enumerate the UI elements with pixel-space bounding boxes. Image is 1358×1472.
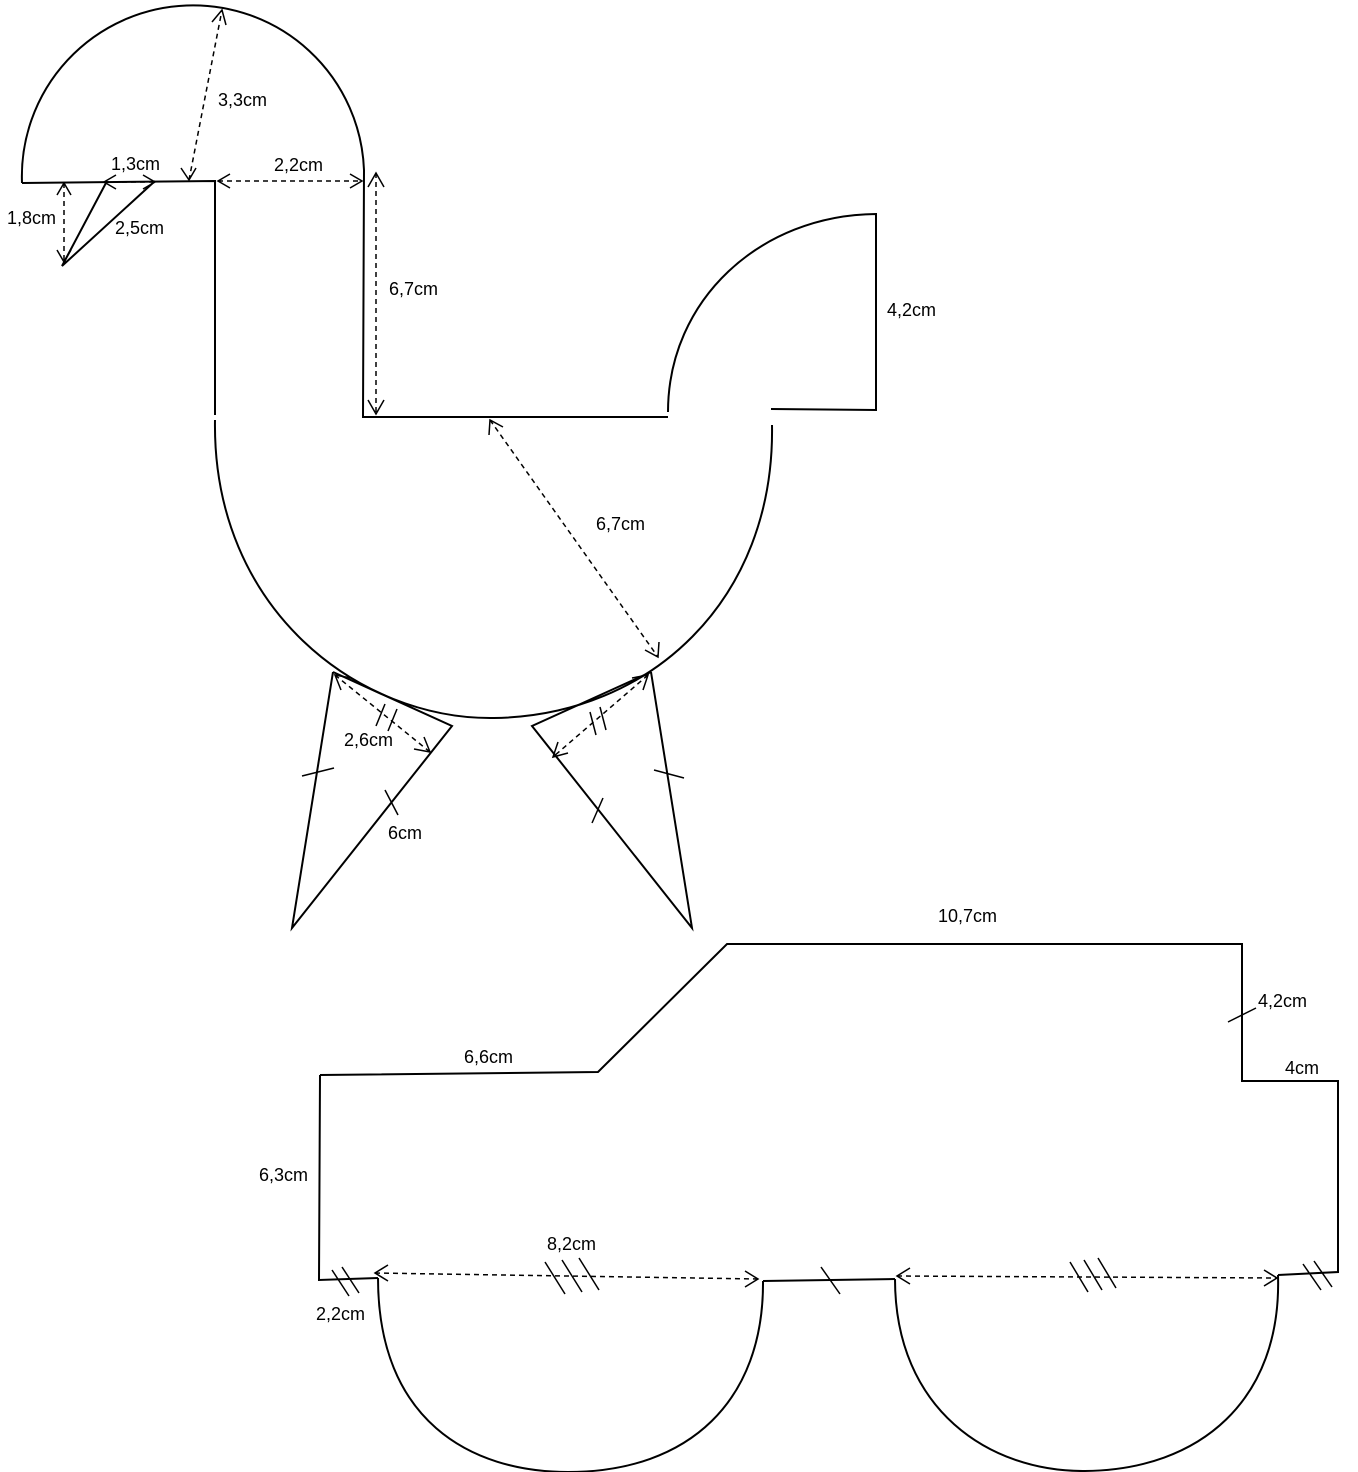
car-rear-wheel-triple-tick-a xyxy=(1069,1261,1089,1293)
bird-beak-baseline xyxy=(21,179,216,415)
car-rear-wheel-triple-tick-c xyxy=(1097,1257,1117,1289)
car-rear-wheel-triple-tick-b xyxy=(1083,1259,1103,1291)
bird-neck-height-arrowhead-bottom xyxy=(367,399,385,416)
car-front-wheel-triple-tick-c xyxy=(578,1257,600,1291)
bird-right-foot-base-dim xyxy=(552,674,649,758)
bird-right-foot xyxy=(530,671,694,932)
car-roof-label: 10,7cm xyxy=(938,906,997,926)
car-front-wheel-triple-tick-b xyxy=(561,1259,583,1293)
bird-left-foot-base-dim xyxy=(334,674,431,753)
car-rear-overhang-tick-a xyxy=(1302,1263,1322,1291)
bird-head-height-label: 3,3cm xyxy=(218,90,267,110)
bird-right-foot-tick-inner xyxy=(591,797,604,824)
bird-beak-side-label: 1,8cm xyxy=(7,208,56,228)
bird-foot-side-label: 6cm xyxy=(388,823,422,843)
car-bottom-middle xyxy=(762,1278,896,1282)
bird-body-radius-dim xyxy=(489,419,659,658)
bird-beak-top-label: 1,3cm xyxy=(111,154,160,174)
car-rear-top-label: 4cm xyxy=(1285,1058,1319,1078)
car-rear-wheel-span-dim xyxy=(896,1275,1278,1279)
car-front-overhang-tick-a xyxy=(331,1269,350,1297)
bird-neck-right xyxy=(361,169,668,418)
car-wheel-span-label: 8,2cm xyxy=(547,1234,596,1254)
car-front-wheel-span-dim xyxy=(374,1272,759,1280)
bird-left-foot-double-tick-b xyxy=(387,708,398,732)
bird-right-foot-base-arrowhead-top xyxy=(631,674,650,691)
bird-neck-width-label: 2,2cm xyxy=(274,155,323,175)
car-figure: 10,7cm 4,2cm 4cm 6,6cm 6,3cm 8,2cm 2,2cm xyxy=(259,906,1339,1472)
car-rear-wheel-span-arrowhead-left xyxy=(895,1267,911,1285)
bird-figure: 3,3cm 1,3cm 1,8cm 2,5cm 2,2cm 6,7cm 4,2c… xyxy=(7,4,936,932)
bird-body-radius-label: 6,7cm xyxy=(596,514,645,534)
car-front-height-label: 6,3cm xyxy=(259,1165,308,1185)
bird-tail-height-label: 4,2cm xyxy=(887,300,936,320)
bird-left-foot-base-arrowhead-bottom xyxy=(413,736,432,753)
bird-head-height-dim xyxy=(188,9,223,181)
bird-beak-side-arrowhead-top xyxy=(56,181,72,196)
car-front-wheel-span-arrowhead-left xyxy=(373,1264,389,1282)
bird-tail xyxy=(667,212,877,413)
car-bottom-middle-tick xyxy=(820,1266,841,1295)
car-rear-wheel-span-arrowhead-right xyxy=(1263,1269,1279,1287)
car-rear-wheel-arc xyxy=(894,1274,1280,1472)
bird-right-foot-base-arrowhead-bottom xyxy=(551,741,569,759)
bird-body-radius-arrowhead-top xyxy=(488,418,504,436)
bird-right-foot-tick-side xyxy=(653,769,685,779)
bird-neck-height-arrowhead-top xyxy=(367,171,385,188)
bird-neck-width-arrowhead-left xyxy=(216,173,231,189)
bird-head-height-arrowhead-bottom xyxy=(180,167,197,182)
bird-left-foot-double-tick-a xyxy=(375,703,386,727)
bird-right-foot-double-tick-b xyxy=(599,706,607,731)
car-front-wheel-span-arrowhead-right xyxy=(744,1270,760,1288)
bird-left-foot-tick-side xyxy=(301,767,335,777)
car-front-wheel-triple-tick-a xyxy=(544,1261,566,1295)
bird-neck-height-label: 6,7cm xyxy=(389,279,438,299)
car-front-overhang-label: 2,2cm xyxy=(316,1304,365,1324)
bird-beak-long-label: 2,5cm xyxy=(115,218,164,238)
bird-left-foot-base-arrowhead-top xyxy=(333,674,352,691)
bird-beak-top-arrowhead-right xyxy=(142,174,157,190)
bird-beak-top-arrowhead-left xyxy=(102,174,117,190)
bird-left-foot xyxy=(290,671,454,932)
bird-right-foot-double-tick-a xyxy=(589,711,597,736)
car-window-edge-tick xyxy=(1227,1007,1257,1023)
bird-head-height-arrowhead-top xyxy=(211,8,227,26)
bird-head-arc xyxy=(20,4,365,184)
bird-beak-triangle xyxy=(61,180,156,267)
bird-body-radius-arrowhead-bottom xyxy=(644,641,660,659)
car-front-and-bottom xyxy=(317,1074,379,1282)
car-hood-label: 6,6cm xyxy=(464,1047,513,1067)
bird-neck-width-arrowhead-right xyxy=(349,173,364,189)
bird-foot-base-label: 2,6cm xyxy=(344,730,393,750)
bird-left-foot-tick-inner xyxy=(384,789,399,816)
car-body-outline xyxy=(319,943,1339,1276)
car-front-overhang-tick-b xyxy=(341,1266,360,1294)
car-front-wheel-arc xyxy=(377,1277,765,1472)
bird-body-arc xyxy=(213,419,774,720)
car-window-edge-label: 4,2cm xyxy=(1258,991,1307,1011)
car-rear-overhang-tick-b xyxy=(1313,1260,1333,1288)
bird-beak-side-arrowhead-bottom xyxy=(56,249,72,264)
